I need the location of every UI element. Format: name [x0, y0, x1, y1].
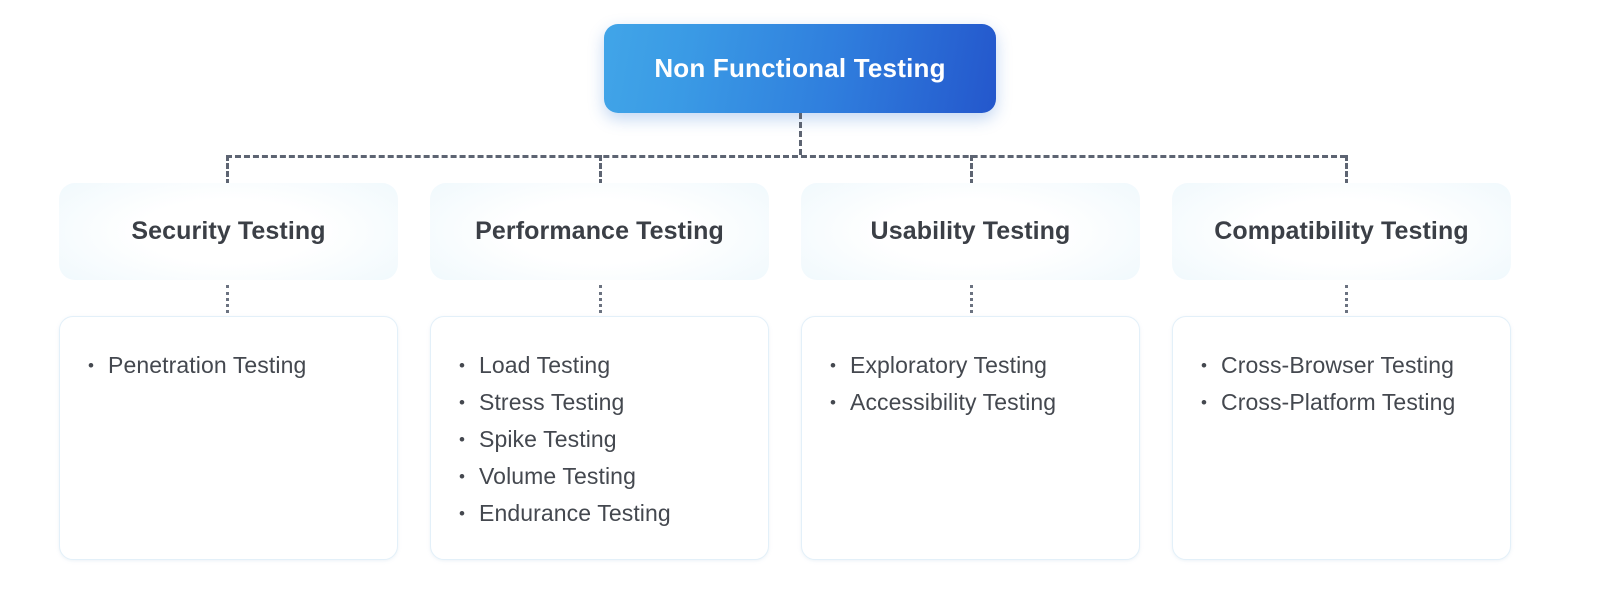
category-label: Compatibility Testing: [1214, 217, 1469, 245]
list-item[interactable]: Volume Testing: [459, 458, 746, 495]
list-item[interactable]: Stress Testing: [459, 384, 746, 421]
list-box-security-testing: Penetration Testing: [59, 316, 398, 560]
category-label: Performance Testing: [475, 217, 724, 245]
category-label: Security Testing: [131, 217, 326, 245]
list-item[interactable]: Accessibility Testing: [830, 384, 1117, 421]
list-box-performance-testing: Load Testing Stress Testing Spike Testin…: [430, 316, 769, 560]
list-item[interactable]: Penetration Testing: [88, 347, 375, 384]
list-item[interactable]: Cross-Browser Testing: [1201, 347, 1488, 384]
category-box-performance-testing[interactable]: Performance Testing: [430, 183, 769, 280]
list-box-usability-testing: Exploratory Testing Accessibility Testin…: [801, 316, 1140, 560]
connector-branch-4-to-list: [1345, 285, 1348, 313]
connector-drop-branch-1: [226, 155, 229, 185]
list-box-compatibility-testing: Cross-Browser Testing Cross-Platform Tes…: [1172, 316, 1511, 560]
category-box-compatibility-testing[interactable]: Compatibility Testing: [1172, 183, 1511, 280]
connector-horizontal-bus: [226, 155, 1346, 158]
category-label: Usability Testing: [870, 217, 1071, 245]
list-compatibility-testing: Cross-Browser Testing Cross-Platform Tes…: [1195, 347, 1488, 421]
connector-root-vertical: [799, 113, 802, 155]
connector-drop-branch-4: [1345, 155, 1348, 185]
list-item[interactable]: Exploratory Testing: [830, 347, 1117, 384]
category-box-usability-testing[interactable]: Usability Testing: [801, 183, 1140, 280]
root-node-label: Non Functional Testing: [654, 53, 946, 83]
list-usability-testing: Exploratory Testing Accessibility Testin…: [824, 347, 1117, 421]
list-item[interactable]: Endurance Testing: [459, 495, 746, 532]
category-box-security-testing[interactable]: Security Testing: [59, 183, 398, 280]
connector-branch-1-to-list: [226, 285, 229, 313]
connector-drop-branch-2: [599, 155, 602, 185]
connector-branch-3-to-list: [970, 285, 973, 313]
root-node-non-functional-testing[interactable]: Non Functional Testing: [604, 24, 996, 113]
list-item[interactable]: Cross-Platform Testing: [1201, 384, 1488, 421]
connector-branch-2-to-list: [599, 285, 602, 313]
list-item[interactable]: Spike Testing: [459, 421, 746, 458]
list-performance-testing: Load Testing Stress Testing Spike Testin…: [453, 347, 746, 532]
connector-drop-branch-3: [970, 155, 973, 185]
list-security-testing: Penetration Testing: [82, 347, 375, 384]
list-item[interactable]: Load Testing: [459, 347, 746, 384]
